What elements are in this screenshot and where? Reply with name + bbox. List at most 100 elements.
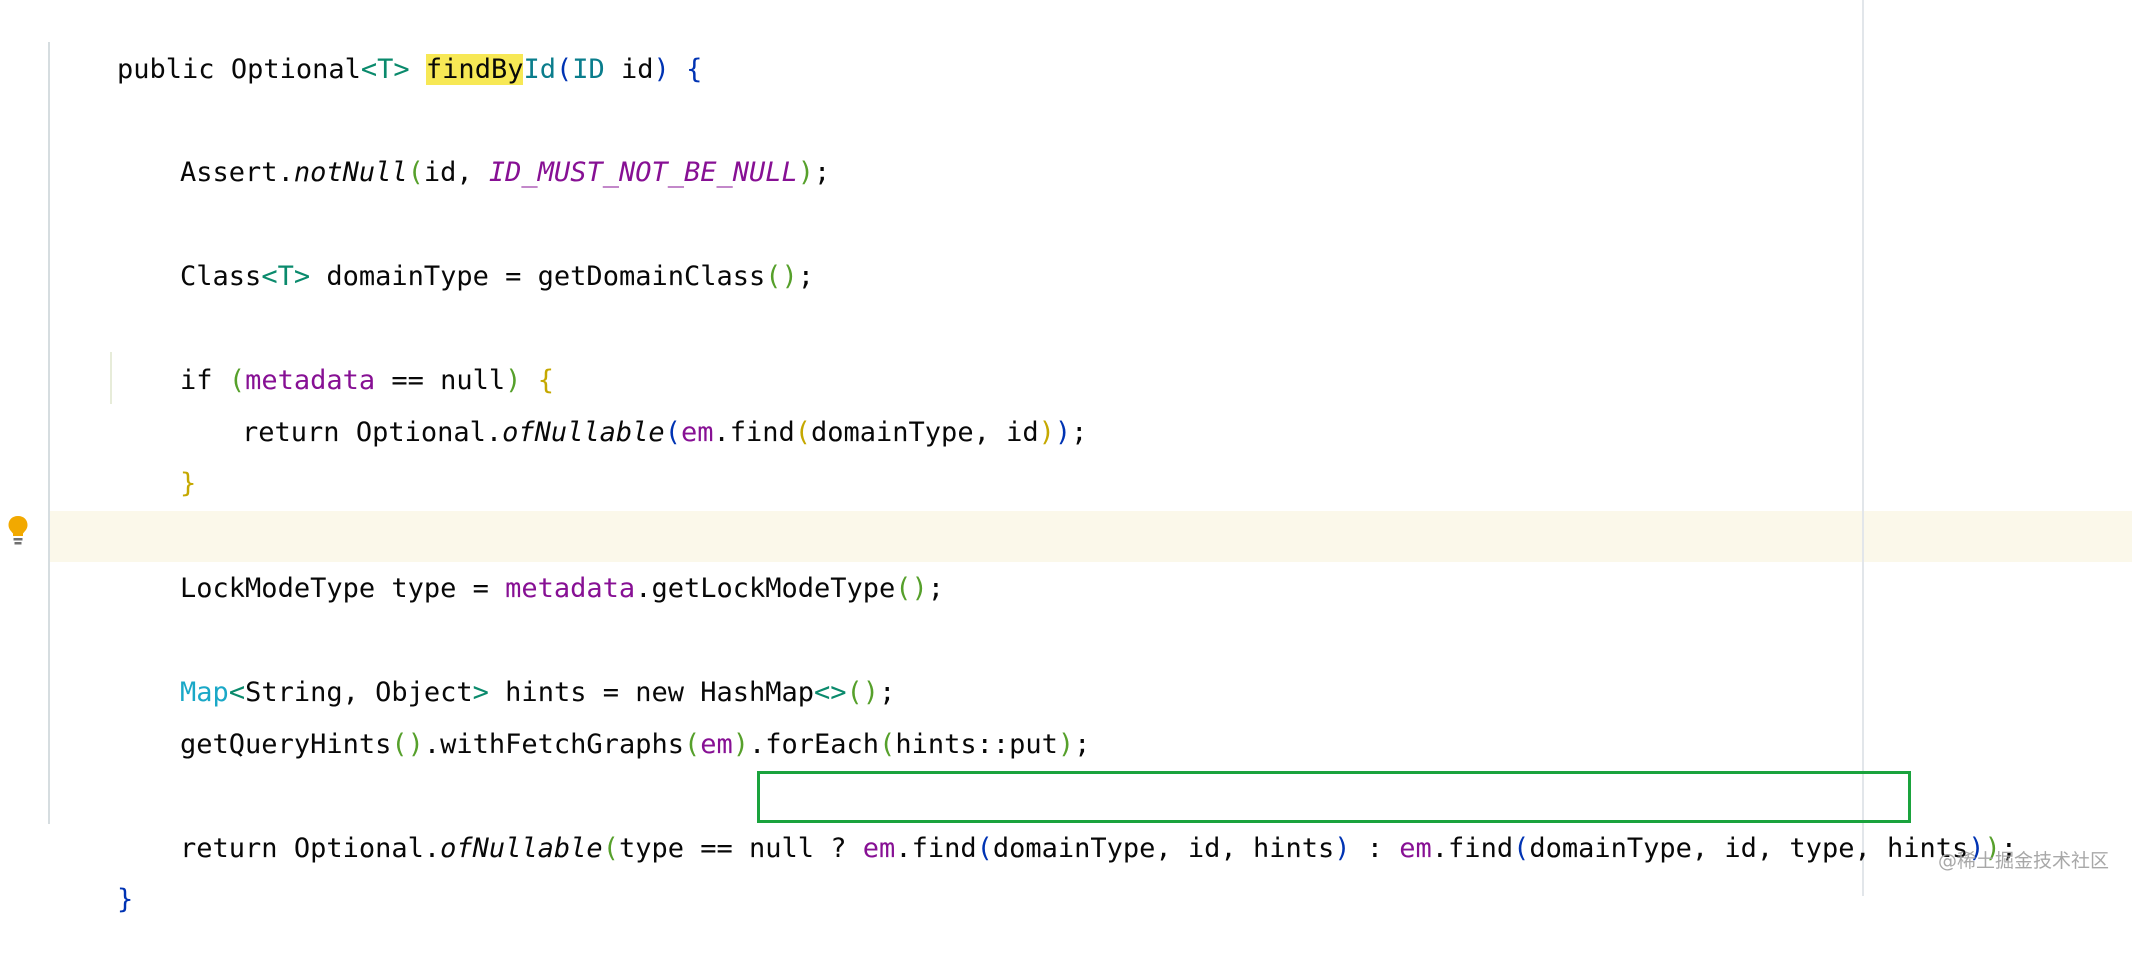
token: (: [683, 729, 701, 760]
token: String, Object: [245, 677, 473, 708]
code-line-if-metadata[interactable]: if (metadata == null) {: [115, 303, 554, 396]
current-line-highlight: [48, 511, 2132, 562]
if-block-indent-guide: [110, 352, 112, 404]
token: }: [180, 468, 197, 499]
token: return Optional.: [180, 833, 441, 864]
token: (: [976, 833, 993, 864]
token: .getLockModeType: [635, 573, 896, 604]
token: Assert.: [180, 157, 294, 188]
token: notNull: [293, 157, 408, 188]
token: metadata: [505, 573, 636, 604]
annotation-highlight-box: [757, 771, 1911, 823]
token: ): [505, 365, 522, 396]
token: domainType, id, hints: [992, 833, 1335, 864]
token: em: [700, 729, 733, 760]
token: ;: [797, 261, 815, 292]
token: ): [1334, 833, 1351, 864]
lightbulb-icon[interactable]: [7, 515, 29, 547]
token: hints = new HashMap: [488, 677, 815, 708]
code-line-assert[interactable]: Assert.notNull(id, ID_MUST_NOT_BE_NULL);: [115, 95, 830, 188]
token: ofNullable: [502, 417, 665, 448]
code-line-close-method[interactable]: }: [52, 822, 133, 915]
token: domainType = getDomainClass: [310, 261, 766, 292]
token: if: [180, 365, 229, 396]
code-line-close-if[interactable]: }: [115, 406, 196, 499]
token: return Optional.: [242, 417, 503, 448]
token: (): [846, 677, 880, 708]
code-line-lock-mode[interactable]: LockModeType type = metadata.getLockMode…: [115, 511, 944, 604]
token: em: [680, 417, 714, 448]
token: (: [794, 417, 812, 448]
method-indent-guide: [48, 42, 50, 824]
code-line-return-ternary[interactable]: return Optional.ofNullable(type == null …: [115, 771, 2017, 864]
token: .withFetchGraphs: [423, 729, 684, 760]
code-line-method-signature[interactable]: public Optional<T> findById(ID id) {: [52, 0, 702, 85]
token: <>: [814, 677, 847, 708]
code-line-hints-map[interactable]: Map<String, Object> hints = new HashMap<…: [115, 615, 895, 708]
token: [410, 54, 426, 85]
token: getQueryHints: [180, 729, 392, 760]
token: ;: [814, 157, 831, 188]
token: :: [1350, 833, 1400, 864]
token: (: [602, 833, 619, 864]
token: (): [765, 261, 798, 292]
token: ): [1054, 417, 1072, 448]
token: public Optional: [117, 54, 361, 85]
token: <T>: [360, 54, 410, 85]
token: (): [391, 729, 424, 760]
token: ;: [879, 677, 896, 708]
token: (: [879, 729, 896, 760]
token: domainType, id, type, hints: [1529, 833, 1969, 864]
token: (): [895, 573, 928, 604]
token: (: [407, 157, 424, 188]
token: == null: [375, 365, 506, 396]
token: ;: [927, 573, 945, 604]
token: .find: [713, 417, 795, 448]
search-match-highlight: findBy: [425, 54, 524, 85]
token: ): [1984, 833, 2001, 864]
token: ;: [2000, 833, 2018, 864]
token: ): [797, 157, 815, 188]
token: ): [732, 729, 750, 760]
token: (: [1513, 833, 1530, 864]
token: hints::put: [895, 729, 1058, 760]
token: .find: [1431, 833, 1514, 864]
token: Class: [180, 261, 262, 292]
token: metadata: [245, 365, 376, 396]
token: LockModeType type =: [180, 573, 506, 604]
token: domainType, id: [811, 417, 1039, 448]
token: .find: [895, 833, 977, 864]
code-line-domain-type[interactable]: Class<T> domainType = getDomainClass();: [115, 199, 814, 292]
token: <: [228, 677, 246, 708]
token: ID: [572, 54, 605, 85]
code-line-query-hints[interactable]: getQueryHints().withFetchGraphs(em).forE…: [115, 667, 1090, 760]
token: {: [537, 365, 554, 396]
token: ): [1057, 729, 1075, 760]
token: em: [862, 833, 896, 864]
token: ofNullable: [440, 833, 603, 864]
token: >: [472, 677, 489, 708]
token: <T>: [261, 261, 311, 292]
token: type == null ?: [618, 833, 863, 864]
token: }: [117, 884, 134, 915]
token: Map: [180, 677, 229, 708]
code-editor[interactable]: public Optional<T> findById(ID id) { Ass…: [0, 0, 2132, 915]
token: ;: [1074, 729, 1091, 760]
token: ): [653, 54, 670, 85]
right-margin-guide: [1862, 0, 1864, 896]
token: id: [604, 54, 654, 85]
token: Id: [523, 54, 556, 85]
token: ID_MUST_NOT_BE_NULL: [488, 157, 798, 188]
token: (: [555, 54, 573, 85]
token: em: [1399, 833, 1432, 864]
token: ): [1038, 417, 1055, 448]
code-line-return-find[interactable]: return Optional.ofNullable(em.find(domai…: [177, 355, 1087, 448]
token: id,: [423, 157, 489, 188]
watermark: @稀土掘金技术社区: [1937, 850, 2109, 872]
token: (: [228, 365, 246, 396]
token: ): [1968, 833, 1985, 864]
token: (: [664, 417, 681, 448]
token: ;: [1071, 417, 1088, 448]
token: .forEach: [749, 729, 880, 760]
token: {: [669, 54, 703, 85]
